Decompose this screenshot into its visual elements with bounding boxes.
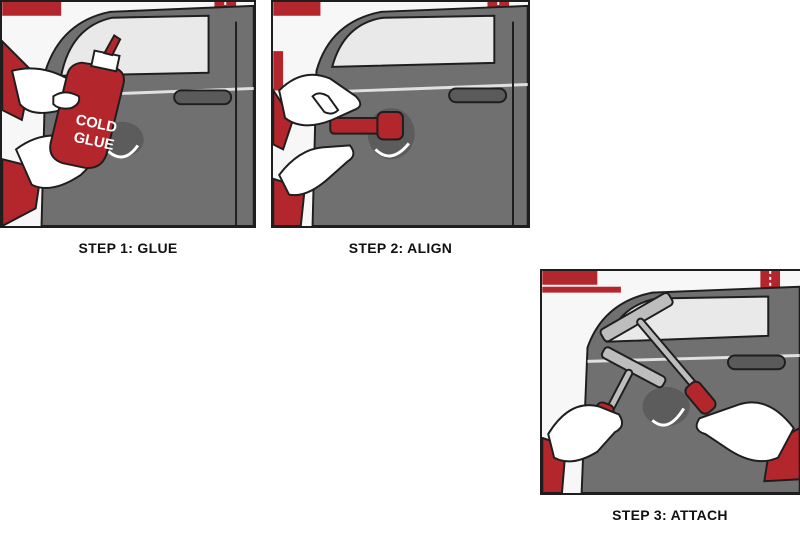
step-2-scene [273,2,528,226]
dent-mark [642,386,690,427]
step-1-caption: STEP 1: GLUE [78,240,178,256]
step-1-scene: COLD GLUE [2,2,254,226]
step-2-caption: STEP 2: ALIGN [348,240,453,256]
glue-tab-icon [329,111,404,141]
door-handle [727,354,786,371]
glue-bottle [49,33,125,170]
t-bar-puller-icon [599,292,717,415]
step-3-illustration [540,269,800,495]
step-3-scene [542,271,800,493]
gloved-hand-right [695,401,795,463]
step-1-illustration: COLD GLUE [0,0,256,228]
door-handle [173,89,233,106]
step-2-illustration [271,0,530,228]
gloved-hand-bottom [278,144,355,197]
car-window [330,14,496,68]
gloved-hand-left [547,404,624,463]
wall-stripe [2,2,62,16]
step-3-caption: STEP 3: ATTACH [612,507,728,523]
door-handle [448,87,508,104]
